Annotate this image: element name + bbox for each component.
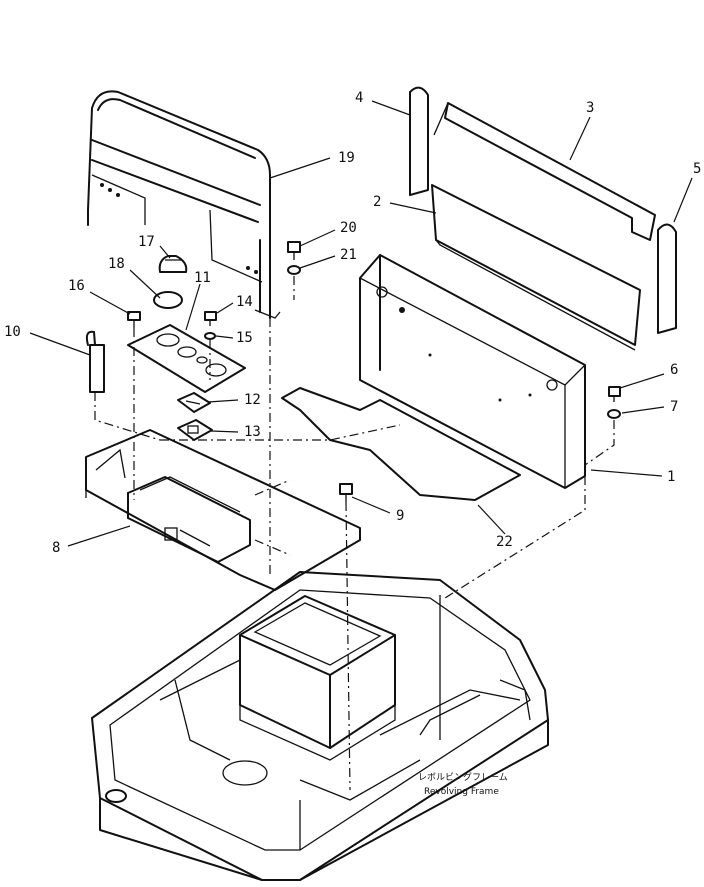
callout-11: 11	[194, 270, 211, 286]
part-11-plate	[127, 324, 246, 393]
floor-plate	[85, 429, 361, 591]
assembly-lines	[94, 276, 615, 791]
callout-13: 13	[244, 424, 261, 440]
callout-18: 18	[108, 256, 125, 272]
callout-20: 20	[340, 220, 357, 236]
part-12-switch	[177, 392, 211, 413]
callout-labels: 1 2 3 4 5 6 7 8 9 10 11 12 13 14 15 16 1…	[4, 90, 701, 556]
washer-21	[287, 265, 301, 275]
part-10-handle	[85, 330, 105, 393]
callout-10: 10	[4, 324, 21, 340]
bolt-20	[287, 241, 301, 260]
part-22-mat	[281, 387, 521, 501]
frame-label: レボルビングフレーム Revolving Frame	[418, 771, 508, 797]
callout-8: 8	[52, 540, 60, 556]
part-4-side-pad	[409, 86, 429, 196]
callout-2: 2	[373, 194, 381, 210]
callout-6: 6	[670, 362, 678, 378]
frame-label-japanese: レボルビングフレーム	[418, 771, 508, 783]
callout-7: 7	[670, 399, 678, 415]
callout-3: 3	[586, 100, 594, 116]
callout-19: 19	[338, 150, 355, 166]
bolt-6	[608, 386, 621, 402]
callout-4: 4	[355, 90, 363, 106]
part-19-guard-rail	[87, 90, 281, 319]
part-5-side-pad	[657, 223, 677, 334]
callout-22: 22	[496, 534, 513, 550]
part-18-ring	[153, 291, 183, 309]
part-8-box	[127, 476, 251, 563]
bolt-16	[127, 311, 141, 328]
leader-lines	[29, 100, 693, 547]
frame-label-english: Revolving Frame	[424, 787, 499, 797]
part-3-board	[433, 102, 656, 241]
callout-16: 16	[68, 278, 85, 294]
bolt-14	[204, 311, 217, 326]
revolving-frame	[91, 571, 549, 881]
callout-14: 14	[236, 294, 253, 310]
washer-7	[607, 409, 621, 419]
callout-5: 5	[693, 161, 701, 177]
callout-17: 17	[138, 234, 155, 250]
callout-12: 12	[244, 392, 261, 408]
part-2-cushion	[431, 184, 641, 351]
callout-9: 9	[396, 508, 404, 524]
callout-1: 1	[667, 469, 675, 485]
part-1-cover	[359, 254, 586, 489]
bolt-9	[339, 483, 353, 502]
washer-15	[204, 332, 216, 340]
part-13-switch	[177, 419, 213, 441]
callout-21: 21	[340, 247, 357, 263]
part-17-knob	[158, 255, 188, 273]
callout-15: 15	[236, 330, 253, 346]
